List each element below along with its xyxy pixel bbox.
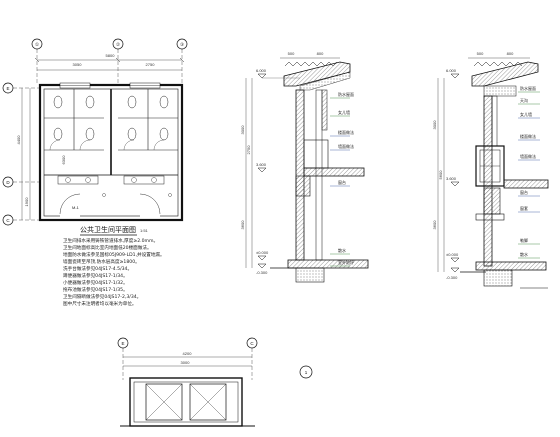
plan-scale: 1:51 xyxy=(140,228,149,233)
dim-text: 3000 xyxy=(432,120,437,130)
level-text: 6.000 xyxy=(256,68,267,73)
level-text: 3.600 xyxy=(256,162,267,167)
dim-text: 3000 xyxy=(181,360,191,365)
plan-fixtures: M-1 xyxy=(44,89,178,210)
note-line: 洗手台做法参见04JS17-4.5/34。 xyxy=(63,265,132,272)
callout-label: 女儿墙 xyxy=(338,109,350,115)
plan-left-axes: E D C 4400 1900 6300 xyxy=(2,82,66,226)
plan-notes: 卫生间排水采用铸铁管道排水,厚度≥2.0mm。 卫生间地面标高比室内地面低20楼… xyxy=(63,237,165,307)
level-text: ±0.000 xyxy=(256,250,269,255)
dim-text: 3600 xyxy=(432,220,437,230)
axis-label: ③ xyxy=(180,42,185,47)
callout-label: 勒脚 xyxy=(520,237,528,243)
door-label: M-1 xyxy=(72,205,80,210)
section-2-callouts: 防水屋面 天沟 女儿墙 楼面做法 墙面做法 窗台 窗套 勒脚 散水 xyxy=(518,85,540,259)
callout-label: 窗台 xyxy=(520,189,528,195)
plan-top-axes: ① ② ③ xyxy=(31,38,188,85)
dim-text: 4400 xyxy=(16,135,21,145)
level-text: -0.300 xyxy=(256,270,268,275)
callout-label: 窗台 xyxy=(338,179,346,185)
note-line: 蹲便器做法参见04JS17-1/34。 xyxy=(63,272,128,279)
callout-label: 楼面做法 xyxy=(520,133,536,139)
dim-text: 800 xyxy=(317,51,324,56)
callout-label: 墙面做法 xyxy=(338,143,354,149)
wall-section-2: 500 800 6.000 3.600 ±0.000 -0.300 3000 3… xyxy=(432,51,549,289)
axis-label: D xyxy=(6,180,10,185)
callout-label: 散水 xyxy=(338,247,346,253)
callout-label: 室外地坪 xyxy=(338,259,354,265)
plan-walls xyxy=(38,82,184,222)
elevation: E C 4200 3000 xyxy=(117,337,258,427)
callout-label: 防水屋面 xyxy=(338,91,354,97)
detail-tag-icon xyxy=(299,365,313,379)
axis-label: ① xyxy=(35,42,40,47)
section-1-callouts: 防水屋面 女儿墙 楼面做法 墙面做法 窗台 散水 室外地坪 xyxy=(330,91,354,267)
dim-text: 2750 xyxy=(246,145,251,155)
level-text: ±0.000 xyxy=(446,252,459,257)
detail-tag: 1 xyxy=(305,370,308,375)
plan-title: 公共卫生间平面图 xyxy=(80,225,136,234)
section-1-levels: 6.000 3.600 ±0.000 -0.300 xyxy=(256,68,300,275)
axis-label: C xyxy=(6,218,10,223)
callout-label: 防水屋面 xyxy=(520,85,536,91)
note-line: 墙面瓷砖至吊顶,防水层高度≥1800。 xyxy=(63,258,140,265)
dim-text: 1900 xyxy=(24,197,29,207)
callout-label: 散水 xyxy=(520,251,528,257)
axis-label: E xyxy=(6,86,9,91)
level-text: 6.000 xyxy=(446,68,457,73)
floor-plan: ① ② ③ 3050 2750 5800 E D C xyxy=(2,38,188,307)
dim-text: 3050 xyxy=(73,62,83,67)
callout-label: 女儿墙 xyxy=(520,111,532,117)
axis-label: E xyxy=(121,341,124,346)
dim-text: 2750 xyxy=(146,62,156,67)
note-line: 地面防水做法参见国标05J909-LD1,并设置地漏。 xyxy=(63,251,165,258)
axis-label: C xyxy=(250,341,254,346)
level-text: -0.300 xyxy=(446,275,458,280)
dim-text: 800 xyxy=(507,51,514,56)
callout-label: 天沟 xyxy=(520,97,528,103)
wall-section-1: 500 800 6.000 3.600 ±0.000 -0.300 3000 2… xyxy=(240,51,369,379)
callout-label: 楼面做法 xyxy=(338,129,354,135)
dim-text: 6300 xyxy=(61,155,66,165)
callout-label: 窗套 xyxy=(520,205,528,211)
note-line: 卫生间隔断做法参见04JS17-2,3/34。 xyxy=(63,293,141,300)
plan-title-block: 公共卫生间平面图 1:51 xyxy=(80,225,149,236)
note-line: 拖布池做法参见04JS17-1/35。 xyxy=(63,286,128,293)
callout-label: 墙面做法 xyxy=(520,153,536,159)
note-line: 卫生间地面标高比室内地面低20楼面做法。 xyxy=(63,244,152,251)
section-2-levels: 6.000 3.600 ±0.000 -0.300 xyxy=(446,68,460,280)
level-text: 3.600 xyxy=(446,176,457,181)
dim-text: 5600 xyxy=(438,170,443,180)
note-line: 图中尺寸未注明者均以毫米为单位。 xyxy=(63,300,137,307)
dim-text: 500 xyxy=(288,51,295,56)
note-line: 卫生间排水采用铸铁管道排水,厚度≥2.0mm。 xyxy=(63,237,158,244)
dim-text: 4200 xyxy=(183,351,193,356)
dim-text: 3000 xyxy=(240,125,245,135)
dim-text: 500 xyxy=(477,51,484,56)
dim-text: 5800 xyxy=(106,53,116,58)
note-line: 小便器做法参见04JS17-1/32。 xyxy=(63,279,128,286)
plan-top-dimensions: 3050 2750 5800 xyxy=(34,53,185,71)
axis-label: ② xyxy=(116,42,121,47)
dim-text: 3600 xyxy=(240,220,245,230)
